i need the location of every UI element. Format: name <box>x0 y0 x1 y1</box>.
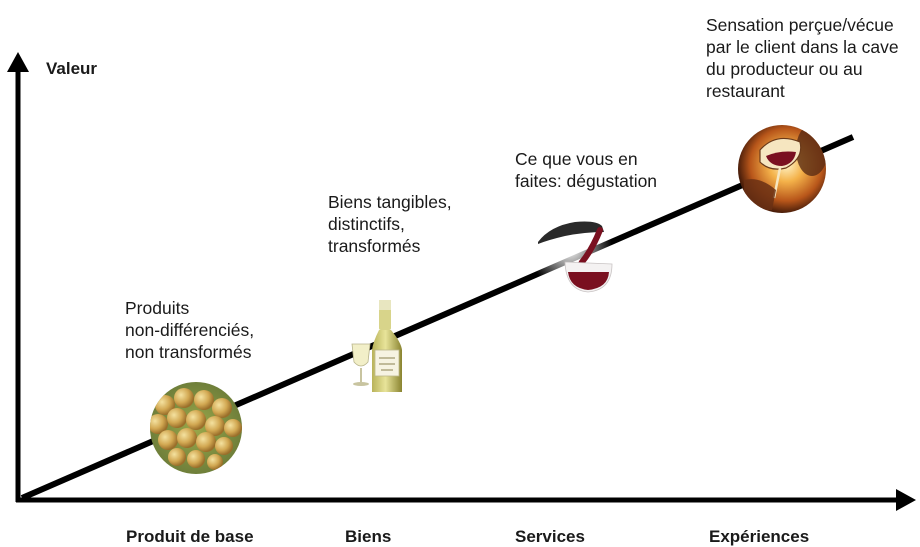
wine-bottle-icon <box>351 300 402 392</box>
stage-label-produit-de-base: Produit de base <box>126 527 254 546</box>
y-axis-label: Valeur <box>46 59 98 78</box>
stage-description-services: Ce que vous en faites: dégustation <box>515 148 657 192</box>
wine-tasting-icon <box>738 125 826 213</box>
stage-description-produit-de-base: Produits non-différenciés, non transform… <box>125 297 254 363</box>
description-line: distinctifs, <box>328 214 405 234</box>
description-line: faites: dégustation <box>515 171 658 191</box>
stage-description-experiences: Sensation perçue/vécue par le client dan… <box>706 14 899 102</box>
description-line: du producteur ou au <box>706 59 863 79</box>
description-line: par le client dans la cave <box>706 37 899 57</box>
x-axis <box>16 489 916 511</box>
stage-label-biens: Biens <box>345 527 392 546</box>
description-line: Ce que vous en <box>515 149 638 169</box>
y-axis <box>7 52 29 502</box>
description-line: non transformés <box>125 342 252 362</box>
y-axis-arrow-icon <box>7 52 29 72</box>
stage-label-experiences: Expériences <box>709 527 810 546</box>
description-line: Produits <box>125 298 190 318</box>
pouring-wine-icon <box>528 206 613 293</box>
description-line: restaurant <box>706 81 785 101</box>
x-axis-arrow-icon <box>896 489 916 511</box>
grapes-icon <box>150 382 242 474</box>
stage-description-biens: Biens tangibles, distinctifs, transformé… <box>328 191 452 257</box>
description-line: Sensation perçue/vécue <box>706 15 894 35</box>
description-line: non-différenciés, <box>125 320 255 340</box>
stage-label-services: Services <box>515 527 585 546</box>
description-line: Biens tangibles, <box>328 192 452 212</box>
description-line: transformés <box>328 236 421 256</box>
